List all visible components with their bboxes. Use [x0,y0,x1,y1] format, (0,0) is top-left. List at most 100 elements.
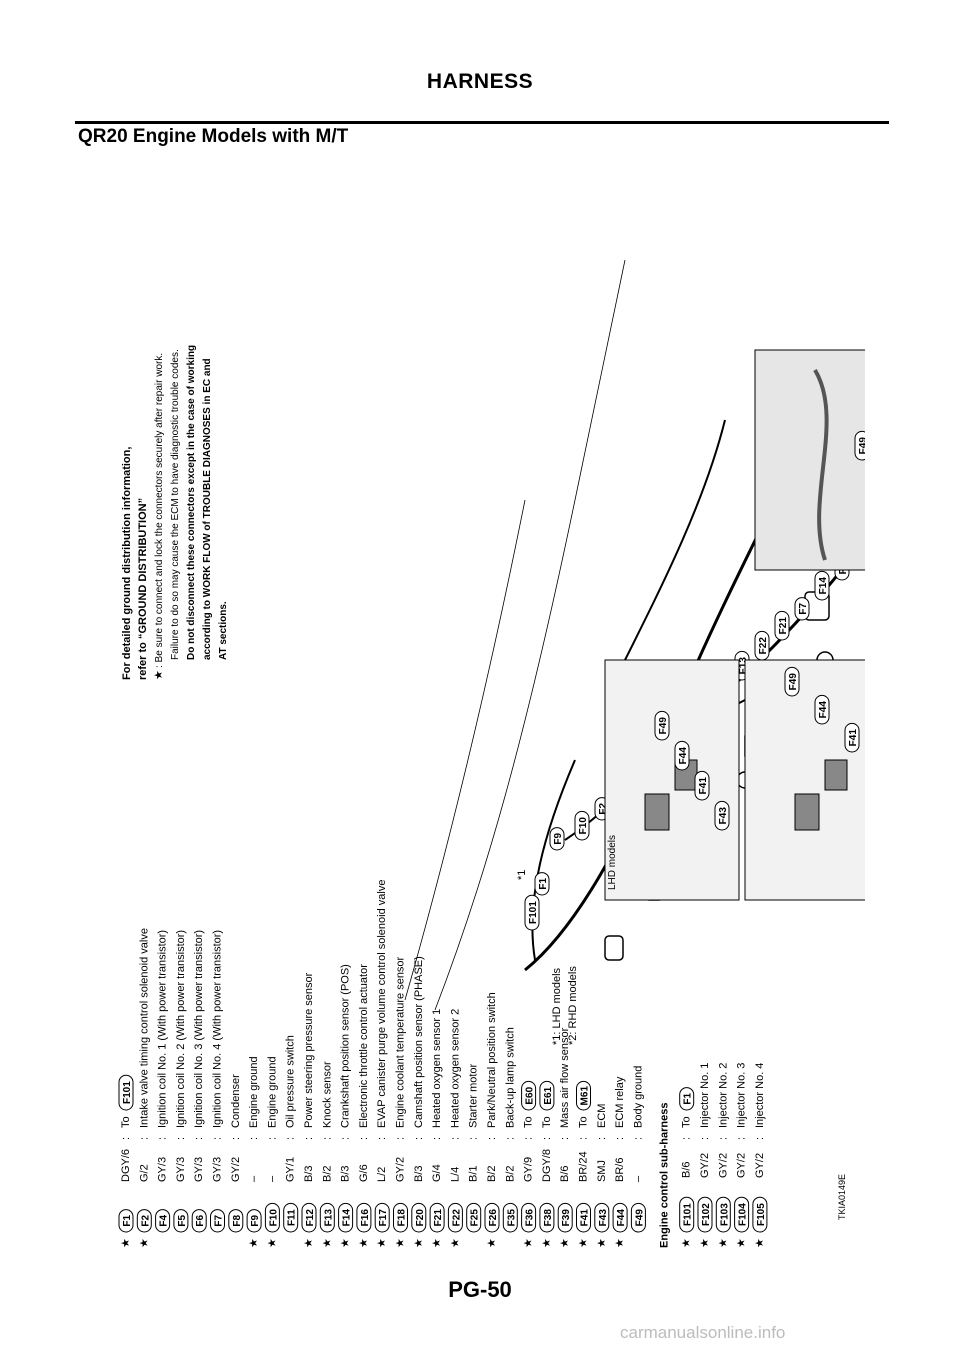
legend-colon: : [486,1137,498,1140]
legend-colon: : [578,1137,590,1140]
legend-code-F7: F7 [210,1209,225,1233]
legend-color: GY/3 [175,1157,187,1182]
sub-color: GY/2 [717,1153,729,1178]
sub-colon: : [699,1137,711,1140]
legend-colon: : [431,1137,443,1140]
notes-block: For detailed ground distribution informa… [121,345,229,680]
svg-text:F43: F43 [598,1209,609,1227]
star-icon: ★ [681,1238,693,1248]
header-rule [75,121,889,124]
legend-color: GY/2 [230,1157,242,1182]
svg-text:F43: F43 [718,807,729,825]
svg-text:F41: F41 [698,777,709,795]
svg-text:F9: F9 [250,1215,261,1227]
legend-color: B/2 [321,1165,333,1182]
legend-color: B/1 [468,1165,480,1182]
sub-code-F102: F102 [697,1196,713,1233]
svg-text:F10: F10 [578,817,589,835]
legend-color: L/4 [449,1167,461,1182]
legend-desc: Mass air flow sensor [559,1027,571,1128]
legend-colon: : [303,1137,315,1140]
star-icon: ★ [303,1238,315,1248]
star-icon: ★ [431,1238,443,1248]
svg-text:F102: F102 [701,1203,712,1226]
svg-text:F4: F4 [159,1215,170,1227]
svg-text:F21: F21 [433,1209,444,1227]
star-icon: ★ [266,1238,278,1248]
legend-code-F4: F4 [155,1209,171,1233]
svg-text:F49: F49 [634,1209,645,1227]
legend-code-F1: F1 [118,1209,134,1233]
sub-colon: : [717,1137,729,1140]
svg-text:F105: F105 [756,1203,767,1226]
legend-desc: To [541,1116,553,1128]
sub-code-F101: F101 [679,1196,695,1233]
star-icon: ★ [248,1238,260,1248]
star-icon: ★ [523,1238,535,1248]
sub-color: GY/2 [699,1153,711,1178]
legend-desc: Ignition coil No. 3 (With power transist… [193,930,205,1128]
inset-lhd-models [604,659,740,901]
star-icon: ★ [138,1238,150,1248]
svg-text:F20: F20 [415,1209,426,1227]
legend-code-F8: F8 [228,1209,244,1233]
svg-text:F13: F13 [738,657,749,675]
svg-text:E60: E60 [525,1086,536,1104]
legend-colon: : [175,1137,187,1140]
svg-text:F22: F22 [758,637,769,655]
legend-code-F38: F38 [539,1202,555,1233]
page-title: QR20 Engine Models with M/T [78,126,349,147]
svg-text:F38: F38 [543,1209,554,1227]
star-icon: ★ [736,1238,748,1248]
legend-desc: Power steering pressure sensor [303,972,315,1128]
legend-desc: Engine ground [266,1056,278,1128]
svg-text:F7: F7 [798,603,809,615]
legend-color: B/3 [413,1165,425,1182]
star-icon: ★ [358,1238,370,1248]
star-icon: ★ [541,1238,553,1248]
svg-text:F10: F10 [268,1209,279,1227]
legend-colon: : [358,1137,370,1140]
legend-color: GY/3 [193,1157,205,1182]
star-icon: ★ [395,1238,407,1248]
svg-text:F101: F101 [122,1081,133,1104]
svg-text:E61: E61 [543,1086,554,1104]
legend-colon: : [248,1137,260,1140]
legend-desc: Back-up lamp switch [504,1027,516,1128]
legend-colon: : [321,1137,333,1140]
legend-color: B/3 [340,1165,352,1182]
sub-code-F105: F105 [752,1196,768,1233]
legend-desc: To [523,1116,535,1128]
legend-color: G/6 [358,1164,370,1182]
legend-code-F10: F10 [264,1202,280,1233]
star-icon: ★ [321,1238,333,1248]
legend-color: L/2 [376,1167,388,1182]
legend-code-F36: F36 [521,1202,537,1233]
legend-code-F26: F26 [484,1202,500,1233]
legend-code-F35: F35 [502,1202,518,1233]
star-icon: ★ [559,1238,571,1248]
sub-desc: To [681,1116,693,1128]
legend-color: B/2 [504,1165,516,1182]
legend-colon: : [212,1137,224,1140]
legend-color: BR/24 [578,1151,590,1182]
legend-color: DGY/8 [541,1149,553,1182]
svg-text:F44: F44 [818,701,829,719]
svg-text:F14: F14 [342,1209,353,1227]
inset-lhd-label: F44 [674,740,690,771]
diagram-label-F22: F22 [754,630,770,661]
legend-colon: : [413,1137,425,1140]
sub-desc: Injector No. 4 [754,1063,766,1128]
legend-colon: : [504,1137,516,1140]
legend-colon: : [157,1137,169,1140]
svg-text:F14: F14 [818,577,829,595]
svg-text:F11: F11 [287,1209,298,1226]
note-bold2: according to WORK FLOW of TROUBLE DIAGNO… [202,358,213,660]
legend-desc: Heated oxygen sensor 2 [449,1009,461,1128]
legend-desc: Crankshaft position sensor (POS) [340,964,352,1128]
sub-code-F104: F104 [734,1196,750,1233]
legend-colon: : [614,1137,626,1140]
diagram-label-F7: F7 [794,597,810,621]
sub-desc: Injector No. 1 [699,1063,711,1128]
